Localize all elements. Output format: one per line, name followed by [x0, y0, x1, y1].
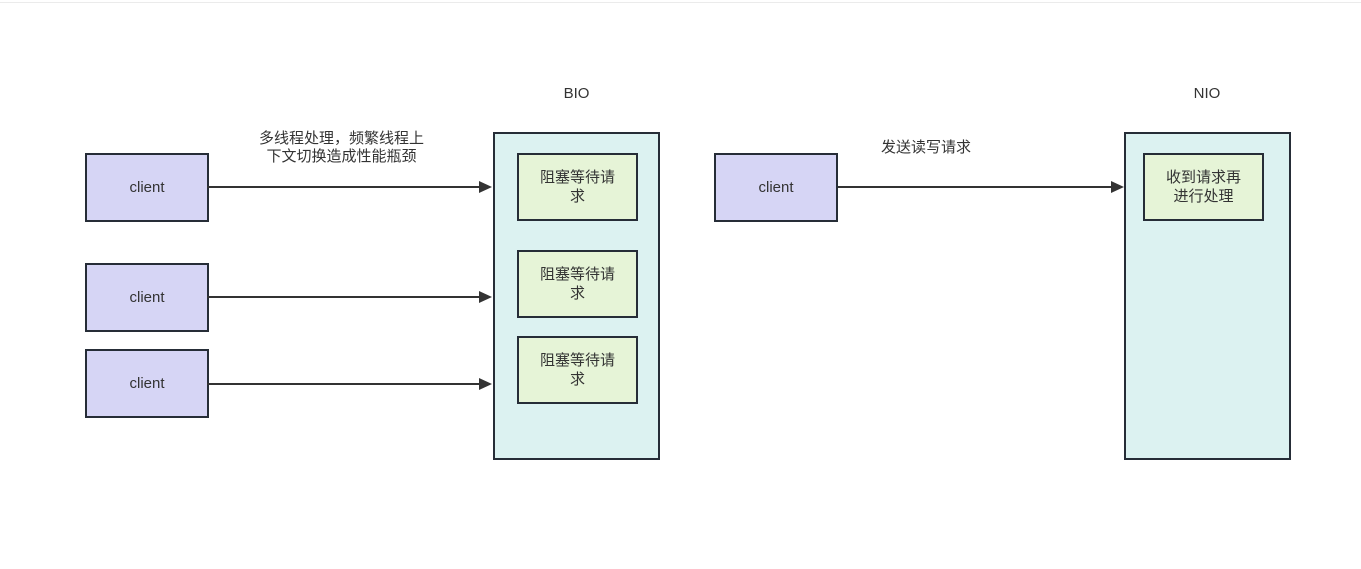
- nio-arrow-label: 发送读写请求: [880, 139, 971, 156]
- arrow-line: [207, 296, 481, 298]
- nio-client-box: client: [714, 153, 838, 222]
- bio-client-label-1: client: [129, 179, 165, 196]
- bio-task-box-2: 阻塞等待请 求: [517, 250, 638, 318]
- bio-task-box-1: 阻塞等待请 求: [517, 153, 638, 221]
- bio-task-box-3: 阻塞等待请 求: [517, 336, 638, 404]
- arrow-line: [207, 186, 481, 188]
- nio-server-container: 收到请求再 进行处理: [1124, 132, 1291, 460]
- top-divider-line: [0, 2, 1361, 3]
- nio-title: NIO: [1193, 85, 1221, 102]
- arrow-head-icon: [1111, 181, 1124, 193]
- bio-arrow-2: [207, 291, 492, 303]
- bio-arrow-3: [207, 378, 492, 390]
- bio-client-box-3: client: [85, 349, 209, 418]
- bio-client-box-1: client: [85, 153, 209, 222]
- arrow-line: [838, 186, 1113, 188]
- arrow-head-icon: [479, 378, 492, 390]
- nio-client-label: client: [758, 179, 794, 196]
- arrow-line: [207, 383, 481, 385]
- bio-client-box-2: client: [85, 263, 209, 332]
- arrow-head-icon: [479, 291, 492, 303]
- bio-client-label-2: client: [129, 289, 165, 306]
- bio-arrow-label: 多线程处理，频繁线程上 下文切换造成性能瓶颈: [258, 130, 424, 165]
- bio-arrow-1: [207, 181, 492, 193]
- bio-title: BIO: [563, 85, 590, 102]
- nio-task-box: 收到请求再 进行处理: [1143, 153, 1264, 221]
- bio-client-label-3: client: [129, 375, 165, 392]
- arrow-head-icon: [479, 181, 492, 193]
- nio-arrow: [838, 181, 1124, 193]
- bio-server-container: 阻塞等待请 求 阻塞等待请 求 阻塞等待请 求: [493, 132, 660, 460]
